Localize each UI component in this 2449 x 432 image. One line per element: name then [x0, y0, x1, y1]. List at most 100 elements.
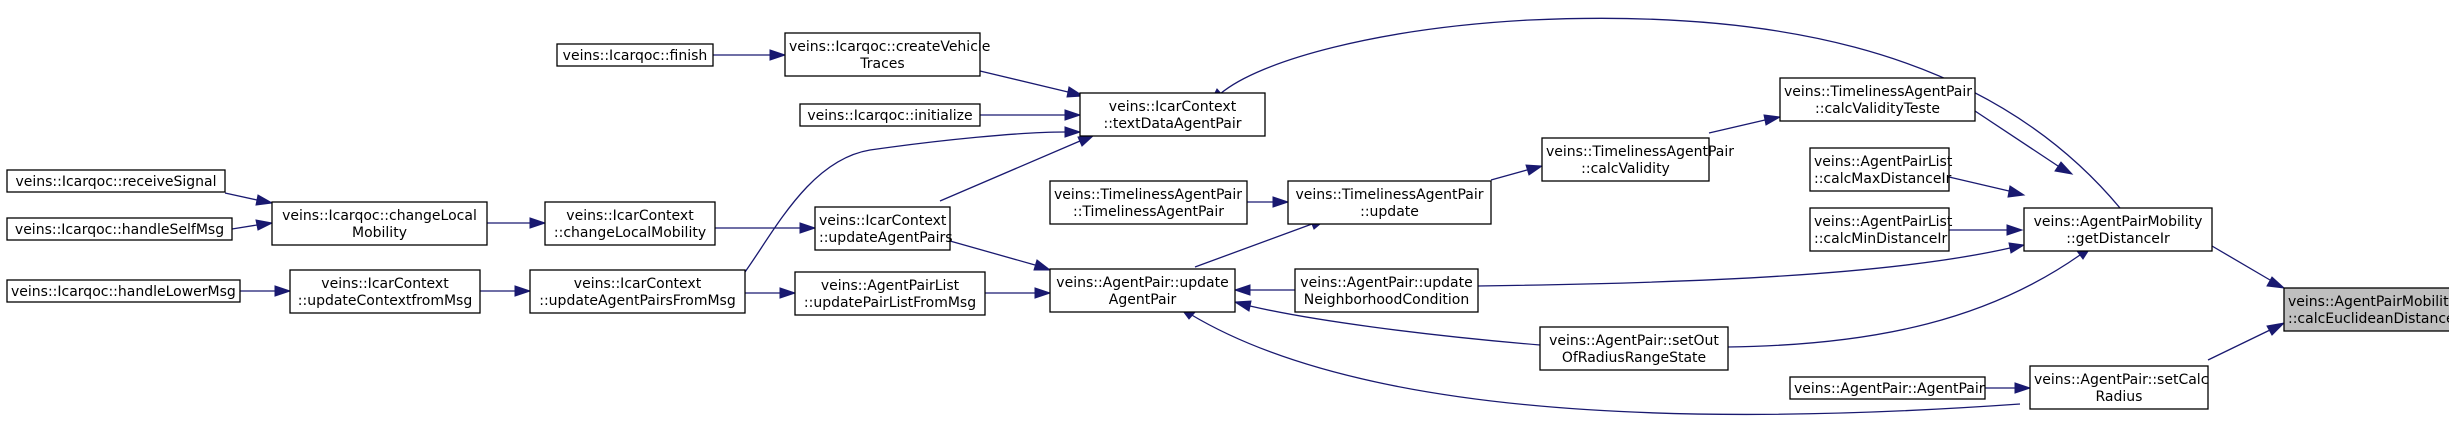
node-label: veins::IcarContext [321, 276, 449, 292]
arrowhead [779, 287, 797, 299]
arrowhead [1272, 196, 1290, 208]
node-box [544, 201, 716, 246]
node-initialize[interactable]: veins::Icarqoc::initialize [799, 103, 981, 127]
node-receive-signal[interactable]: veins::Icarqoc::receiveSignal [6, 169, 226, 193]
node-upd-neighborhood[interactable]: veins::AgentPair::updateNeighborhoodCond… [1294, 268, 1479, 313]
node-box [2283, 287, 2449, 332]
arrowhead [514, 285, 532, 297]
edge-updagentpairs-to-textdata [939, 140, 1081, 202]
node-label: veins::AgentPairMobility [2288, 294, 2449, 310]
node-label: ::calcEuclideanDistanceIr [2288, 311, 2449, 327]
arrowhead [1233, 284, 1251, 296]
node-label: ::updateContextfromMsg [298, 293, 472, 309]
node-box [6, 169, 226, 193]
node-label: veins::Icarqoc::finish [563, 48, 708, 64]
node-box [784, 32, 981, 77]
node-label: AgentPair [1109, 292, 1177, 308]
node-upd-agent-pair[interactable]: veins::AgentPair::updateAgentPair [1049, 268, 1236, 313]
node-upd-pair-list[interactable]: veins::AgentPairList::updatePairListFrom… [794, 271, 986, 316]
node-label: ::calcValidity [1581, 161, 1670, 177]
node-label: veins::AgentPair::update [1056, 275, 1228, 291]
node-box [799, 103, 981, 127]
node-label: ::updateAgentPairs [819, 230, 953, 246]
arrowhead [2014, 382, 2032, 394]
node-calc-validity-teste[interactable]: veins::TimelinessAgentPair::calcValidity… [1779, 77, 1976, 122]
edge-updneighborhood-to-getdistance [1477, 247, 2011, 287]
node-tl-ctor[interactable]: veins::TimelinessAgentPair::TimelinessAg… [1049, 180, 1248, 225]
node-label: veins::AgentPair::update [1300, 275, 1472, 291]
node-label: veins::AgentPair::setOut [1549, 333, 1719, 349]
node-label: veins::AgentPairMobility [2034, 214, 2203, 230]
node-label: ::calcMaxDistanceIr [1814, 171, 1952, 187]
node-label: veins::Icarqoc::changeLocal [282, 208, 477, 224]
node-ctx-change-local[interactable]: veins::IcarContext::changeLocalMobility [544, 201, 716, 246]
node-label: Mobility [352, 225, 407, 241]
node-label: OfRadiusRangeState [1562, 350, 1706, 366]
node-label: veins::AgentPair::setCalc [2034, 372, 2208, 388]
node-get-distance[interactable]: veins::AgentPairMobility::getDistanceIr [2023, 207, 2213, 252]
node-box [529, 269, 746, 314]
node-label: ::changeLocalMobility [554, 225, 706, 241]
arrowhead [1066, 86, 1085, 98]
node-label: veins::Icarqoc::handleSelfMsg [15, 222, 224, 238]
node-box [1809, 147, 1950, 192]
arrowhead [799, 222, 817, 234]
arrowhead [1233, 300, 1252, 312]
node-label: NeighborhoodCondition [1304, 292, 1469, 308]
node-context-from-msg[interactable]: veins::IcarContext::updateContextfromMsg [289, 269, 481, 314]
node-box [1541, 137, 1710, 182]
node-box [1539, 326, 1729, 371]
arrowhead [1763, 114, 1782, 126]
node-finish[interactable]: veins::Icarqoc::finish [556, 43, 714, 67]
node-label: veins::TimelinessAgentPair [1054, 187, 1242, 203]
node-box [6, 279, 241, 303]
node-agent-pair-ctor[interactable]: veins::AgentPair::AgentPair [1789, 376, 1986, 400]
node-label: veins::Icarqoc::receiveSignal [15, 174, 216, 190]
node-ctx-upd-from-msg[interactable]: veins::IcarContext::updateAgentPairsFrom… [529, 269, 746, 314]
node-label: ::calcValidityTeste [1815, 101, 1940, 117]
node-box [1079, 92, 1266, 137]
call-nodes: veins::AgentPairMobility::calcEuclideanD… [6, 32, 2449, 410]
node-label: ::textDataAgentPair [1104, 116, 1242, 132]
call-edges [224, 17, 2286, 416]
node-set-out[interactable]: veins::AgentPair::setOutOfRadiusRangeSta… [1539, 326, 1729, 371]
node-box [271, 201, 488, 246]
node-handle-self[interactable]: veins::Icarqoc::handleSelfMsg [6, 217, 233, 241]
node-calc-min[interactable]: veins::AgentPairList::calcMinDistanceIr [1809, 207, 1953, 252]
node-label: veins::IcarContext [819, 213, 947, 229]
node-qoc-change-local[interactable]: veins::Icarqoc::changeLocalMobility [271, 201, 488, 246]
node-upd-agent-pairs[interactable]: veins::IcarContext::updateAgentPairs [814, 206, 953, 251]
node-box [2023, 207, 2213, 252]
node-label: veins::IcarContext [574, 276, 702, 292]
node-calc-max[interactable]: veins::AgentPairList::calcMaxDistanceIr [1809, 147, 1953, 192]
node-handle-lower[interactable]: veins::Icarqoc::handleLowerMsg [6, 279, 241, 303]
node-box [1294, 268, 1479, 313]
node-tl-update[interactable]: veins::TimelinessAgentPair::update [1287, 180, 1492, 225]
node-text-data[interactable]: veins::IcarContext::textDataAgentPair [1079, 92, 1266, 137]
arrowhead [1064, 109, 1082, 121]
node-calc-validity[interactable]: veins::TimelinessAgentPair::calcValidity [1541, 137, 1734, 182]
edge-calcvalidityteste-to-getdistance [1974, 110, 2059, 167]
node-label: veins::AgentPairList [1814, 154, 1953, 170]
arrowhead [255, 219, 274, 231]
node-box [794, 271, 986, 316]
node-label: veins::TimelinessAgentPair [1784, 84, 1972, 100]
edge-setcalcradius-to-updagentpair [1189, 313, 2021, 416]
edge-tlupdate-to-calcvalidity [1490, 169, 1528, 181]
edge-calcvalidity-to-calcvalidityteste [1708, 119, 1766, 134]
arrowhead [255, 194, 274, 206]
node-box [1049, 268, 1236, 313]
node-box [1789, 376, 1986, 400]
node-target[interactable]: veins::AgentPairMobility::calcEuclideanD… [2283, 287, 2449, 332]
arrowhead [529, 217, 547, 229]
arrowhead [2266, 276, 2286, 289]
node-box [6, 217, 233, 241]
arrowhead [2007, 185, 2026, 198]
node-label: veins::IcarContext [1109, 99, 1237, 115]
edge-calcmax-to-getdistance [1948, 176, 2010, 192]
node-box [1049, 180, 1248, 225]
edge-getdistance-to-target [2211, 245, 2271, 281]
